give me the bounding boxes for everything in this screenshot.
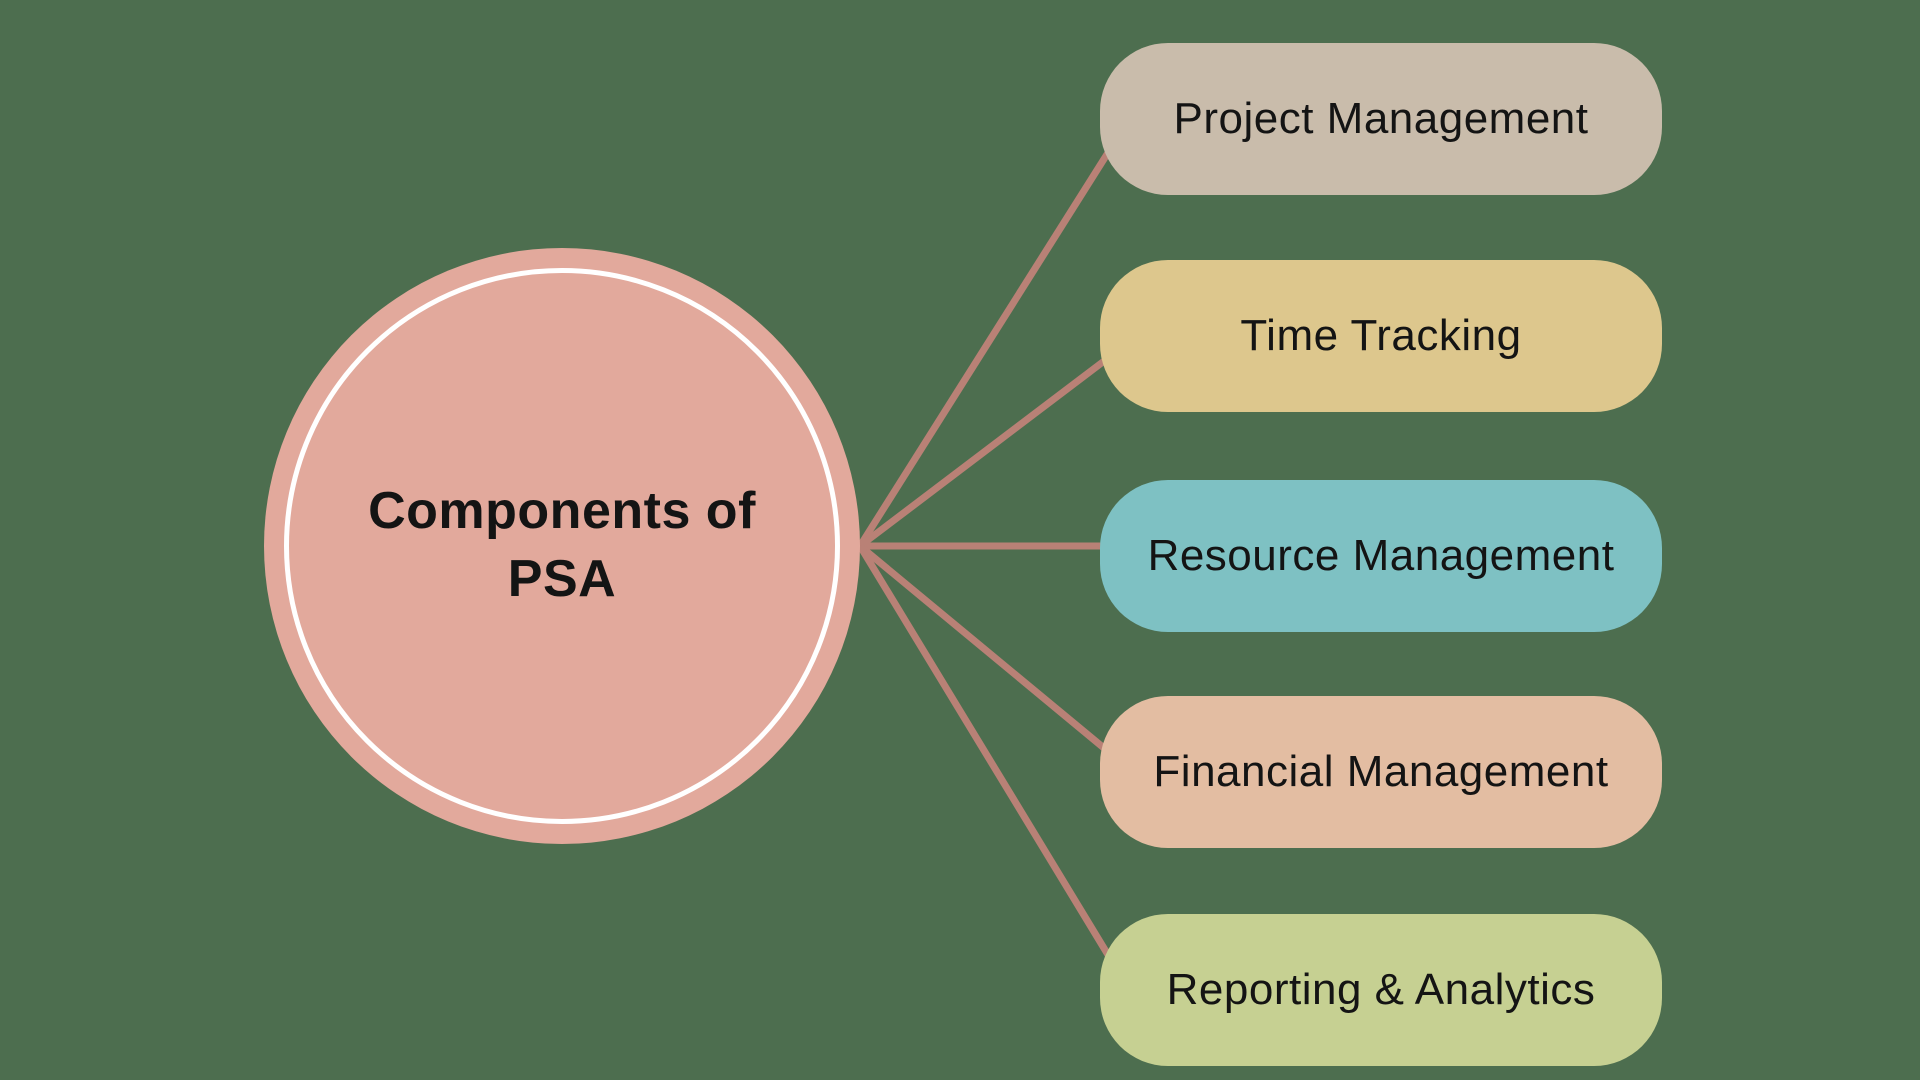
node-project-management-label: Project Management <box>1173 94 1589 143</box>
node-financial-management: Financial Management <box>1100 696 1662 848</box>
node-financial-management-label: Financial Management <box>1153 747 1609 796</box>
connector-line-4 <box>857 544 1119 970</box>
central-node: Components of PSA <box>264 248 860 844</box>
node-resource-management: Resource Management <box>1100 480 1662 632</box>
connector-line-3 <box>857 543 1119 761</box>
central-node-label-line1: Components of <box>368 482 756 541</box>
node-resource-management-label: Resource Management <box>1147 531 1615 580</box>
node-reporting-analytics-label: Reporting & Analytics <box>1166 965 1596 1014</box>
node-project-management: Project Management <box>1100 43 1662 195</box>
connector-line-0 <box>857 138 1119 548</box>
central-node-label: Components of PSA <box>368 478 756 613</box>
node-time-tracking-label: Time Tracking <box>1240 311 1522 360</box>
central-node-ring <box>284 268 840 824</box>
node-time-tracking: Time Tracking <box>1100 260 1662 412</box>
node-reporting-analytics: Reporting & Analytics <box>1100 914 1662 1066</box>
connector-line-1 <box>857 349 1119 549</box>
central-node-label-line2: PSA <box>507 550 617 608</box>
